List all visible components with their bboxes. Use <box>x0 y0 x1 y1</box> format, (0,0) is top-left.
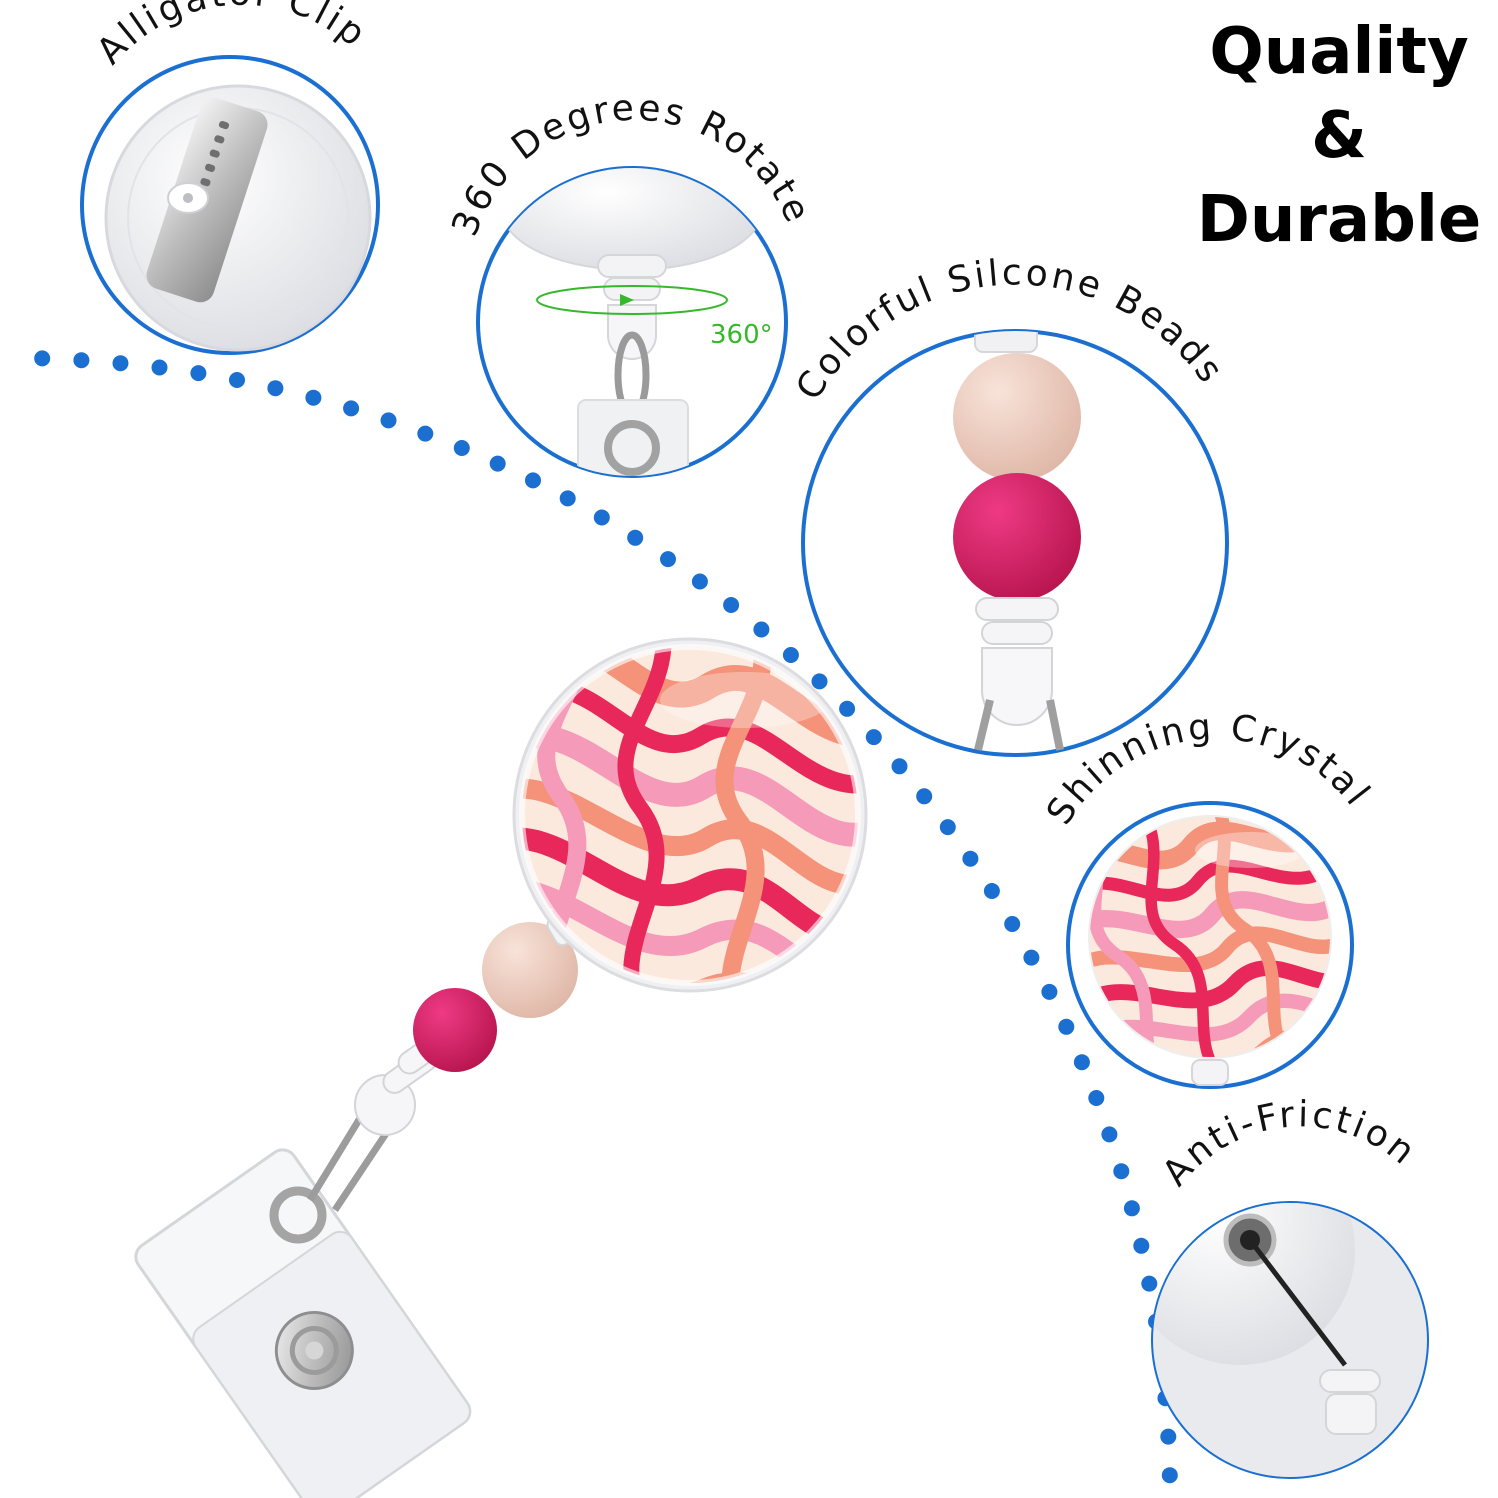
dot-mark <box>1133 1237 1150 1254</box>
dot-mark <box>1058 1018 1075 1035</box>
feature-alligator-clip: Alligator Clip <box>80 0 380 355</box>
feature-360-rotate: 360° 360 Degrees Rotate <box>444 87 816 478</box>
dot-mark <box>782 647 799 663</box>
dot-mark <box>660 551 676 568</box>
dot-mark <box>627 529 644 546</box>
dot-mark <box>380 412 397 429</box>
badge-reel-product-image <box>134 637 868 1498</box>
dot-mark <box>267 380 284 397</box>
dot-mark <box>1004 916 1021 932</box>
dot-mark <box>811 673 828 690</box>
dot-mark <box>417 425 434 442</box>
dot-mark <box>916 788 933 805</box>
headline-line-2: & <box>1311 99 1367 173</box>
anti-friction-label: Anti-Friction <box>1155 1094 1425 1194</box>
dot-mark <box>190 365 207 382</box>
dot-mark <box>305 389 322 406</box>
swivel-connector-image <box>597 254 667 278</box>
dot-mark <box>73 352 90 369</box>
dot-mark <box>1101 1126 1118 1143</box>
dot-mark <box>1160 1428 1177 1445</box>
headline-line-1: Quality <box>1209 15 1469 89</box>
dot-mark <box>1161 1467 1178 1484</box>
dot-mark <box>1123 1200 1140 1217</box>
dot-mark <box>1041 983 1058 1000</box>
dot-mark <box>453 440 470 456</box>
dot-mark <box>1023 949 1040 966</box>
dot-mark <box>34 350 51 367</box>
dot-mark <box>939 819 956 836</box>
dot-mark <box>151 359 168 376</box>
headline: Quality & Durable <box>1180 10 1498 262</box>
dot-mark <box>1113 1163 1130 1180</box>
dot-mark <box>1088 1090 1105 1106</box>
dot-mark <box>489 455 506 472</box>
dot-mark <box>753 621 770 638</box>
bead-light-image <box>953 353 1081 481</box>
dot-mark <box>593 509 610 526</box>
dotted-arc-decoration <box>34 350 1178 1484</box>
dot-mark <box>983 883 1000 899</box>
dot-mark <box>865 729 882 746</box>
dot-mark <box>891 758 908 775</box>
crystal-swirl-image <box>1039 766 1381 1108</box>
dot-mark <box>343 400 360 417</box>
feature-silicone-beads: Colorful Silcone Beads <box>788 252 1229 757</box>
dot-mark <box>839 700 856 717</box>
dot-mark <box>559 490 576 507</box>
rotate-degree-annotation: 360° <box>710 320 773 350</box>
main-bead-light-image <box>482 922 578 1018</box>
bead-dark-image <box>953 473 1081 601</box>
dot-mark <box>962 850 979 867</box>
feature-shinning-crystal: Shinning Crystal <box>1039 706 1381 1108</box>
dot-mark <box>1073 1054 1090 1071</box>
dot-mark <box>112 355 129 372</box>
rotate-arrow-icon <box>536 285 728 315</box>
feature-anti-friction: Anti-Friction <box>1151 1094 1429 1479</box>
dot-mark <box>1141 1275 1158 1292</box>
dot-mark <box>723 597 740 613</box>
headline-line-3: Durable <box>1196 183 1482 257</box>
dot-mark <box>525 472 541 489</box>
dot-mark <box>229 372 245 388</box>
main-bead-dark-image <box>413 988 497 1072</box>
dot-mark <box>691 573 708 590</box>
